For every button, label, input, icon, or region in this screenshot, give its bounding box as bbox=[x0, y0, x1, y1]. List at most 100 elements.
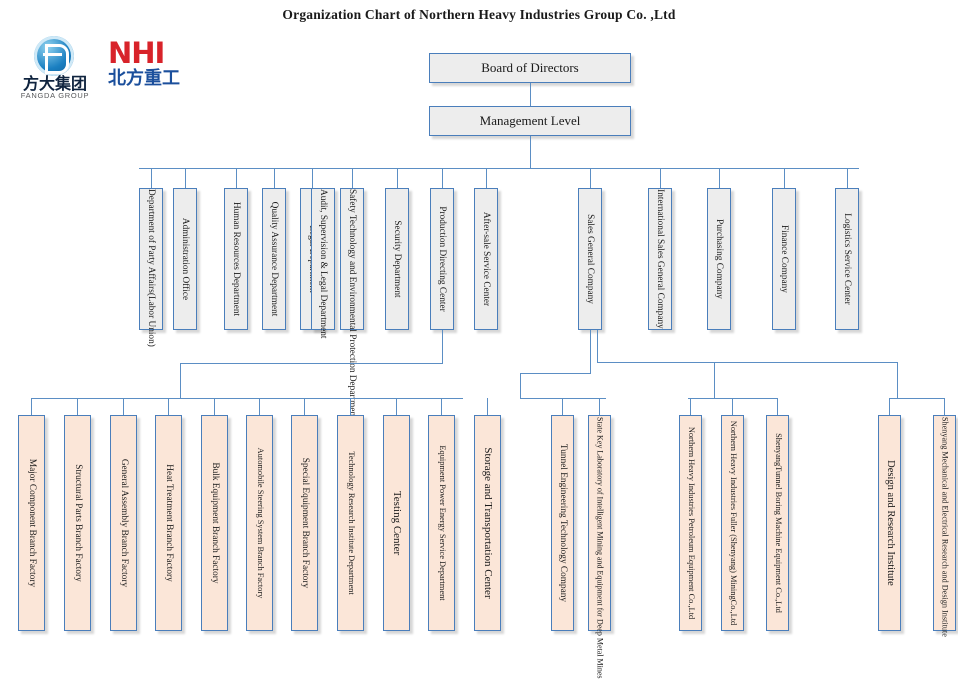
node-storage-and-transportation-center[interactable]: Storage and Transportation Center bbox=[474, 415, 501, 631]
logo-zone: 方大集团 FANGDA GROUP NHI 北方重工 bbox=[12, 36, 204, 100]
node-label: Major Component Branch Factory bbox=[26, 458, 37, 588]
node-administration-office[interactable]: Administration Office bbox=[173, 188, 197, 330]
connector-drop bbox=[719, 168, 720, 188]
connector-drop bbox=[259, 398, 260, 415]
node-label: Storage and Transportation Center bbox=[481, 447, 494, 599]
node-department-of-party-affairs[interactable]: Department of Party Affairs(Labor Union) bbox=[139, 188, 163, 347]
node-label: Northern Heavy Industries Fuller (Shenya… bbox=[728, 420, 738, 626]
node-nhi-petroleum-equipment[interactable]: Northern Heavy Industries Petroleum Equi… bbox=[679, 415, 702, 631]
node-nhi-fuller-shenyang-mining[interactable]: Northern Heavy Industries Fuller (Shenya… bbox=[721, 415, 744, 631]
connector-sales-down bbox=[590, 330, 591, 373]
connector-drop bbox=[151, 168, 152, 188]
connector-drop bbox=[304, 398, 305, 415]
node-automobile-steering-system-branch-factory[interactable]: Automobile Steering System Branch Factor… bbox=[246, 415, 273, 631]
node-quality-assurance-department[interactable]: Quality Assurance Department bbox=[262, 188, 286, 330]
connector-drop bbox=[397, 168, 398, 188]
node-general-assembly-branch-factory[interactable]: General Assembly Branch Factory bbox=[110, 415, 137, 631]
node-logistics-service-center[interactable]: Logistics Service Center bbox=[835, 188, 859, 330]
node-finance-company[interactable]: Finance Company bbox=[772, 188, 796, 330]
connector-drop bbox=[599, 398, 600, 415]
node-label: Human Resources Department bbox=[231, 201, 242, 317]
connector-drop bbox=[185, 168, 186, 188]
nhi-logo: NHI 北方重工 bbox=[108, 38, 204, 96]
node-label: ShenyangTunnel Boring Machine Equipment … bbox=[773, 433, 783, 613]
connector-board-to-management bbox=[530, 83, 531, 106]
connector-drop bbox=[847, 168, 848, 188]
node-label: Administration Office bbox=[180, 217, 191, 301]
node-equipment-power-energy-service-department[interactable]: Equipment Power Energy Service Departmen… bbox=[428, 415, 455, 631]
connector-drop bbox=[442, 168, 443, 188]
node-shenyang-tunnel-boring-machine-equipment[interactable]: ShenyangTunnel Boring Machine Equipment … bbox=[766, 415, 789, 631]
connector-drop bbox=[352, 168, 353, 188]
node-label: Board of Directors bbox=[481, 60, 579, 75]
node-label: State Key Laboratory of Intelligent Mini… bbox=[595, 417, 604, 679]
node-bulk-equipment-branch-factory[interactable]: Bulk Equipment Branch Factory bbox=[201, 415, 228, 631]
node-purchasing-company[interactable]: Purchasing Company bbox=[707, 188, 731, 330]
node-label: Shenyang Mechanical and Electrical Resea… bbox=[940, 417, 950, 637]
node-label: Automobile Steering System Branch Factor… bbox=[255, 447, 265, 599]
connector-drop bbox=[777, 398, 778, 415]
node-human-resources-department[interactable]: Human Resources Department bbox=[224, 188, 248, 330]
connector-drop bbox=[660, 168, 661, 188]
node-label: Structural Parts Branch Factory bbox=[72, 464, 83, 582]
node-label: Purchasing Company bbox=[714, 219, 725, 299]
org-chart-canvas: Organization Chart of Northern Heavy Ind… bbox=[12, 7, 956, 679]
fangda-logo-cn: 方大集团 bbox=[22, 74, 87, 93]
node-special-equipment-branch-factory[interactable]: Special Equipment Branch Factory bbox=[291, 415, 318, 631]
node-label: International Sales General Company bbox=[655, 189, 666, 329]
connector-production-run-left bbox=[180, 363, 443, 364]
node-state-key-laboratory[interactable]: State Key Laboratory of Intelligent Mini… bbox=[588, 415, 611, 679]
node-label: Tunnel Engineering Technology Company bbox=[557, 443, 568, 603]
connector-drop bbox=[487, 398, 488, 415]
connector-drop bbox=[732, 398, 733, 415]
node-tunnel-engineering-technology-company[interactable]: Tunnel Engineering Technology Company bbox=[551, 415, 574, 631]
node-label: Testing Center bbox=[390, 490, 403, 556]
node-label: Equipment Power Energy Service Departmen… bbox=[437, 445, 447, 601]
node-production-directing-center[interactable]: Production Directing Center bbox=[430, 188, 454, 330]
page-title: Organization Chart of Northern Heavy Ind… bbox=[282, 7, 676, 22]
node-shenyang-mechanical-electrical-research-design-institute[interactable]: Shenyang Mechanical and Electrical Resea… bbox=[933, 415, 956, 637]
node-management-level[interactable]: Management Level bbox=[429, 106, 631, 136]
connector-drop bbox=[944, 398, 945, 415]
connector-level3-bus-sales bbox=[520, 398, 606, 399]
connector-drop bbox=[441, 398, 442, 415]
connector-drop bbox=[31, 398, 32, 415]
node-international-sales-general-company[interactable]: International Sales General Company bbox=[648, 188, 672, 330]
nhi-logo-en: NHI bbox=[108, 36, 165, 70]
connector-drop bbox=[312, 168, 313, 188]
connector-level2-bus bbox=[139, 168, 859, 169]
connector-level3-bus-subsidiaries bbox=[688, 398, 778, 399]
connector-drop bbox=[396, 398, 397, 415]
node-security-department[interactable]: Security Department bbox=[385, 188, 409, 330]
node-label: Quality Assurance Department bbox=[269, 201, 280, 317]
node-technology-research-institute-department[interactable]: Technology Research Institute Department bbox=[337, 415, 364, 631]
node-sales-general-company[interactable]: Sales General Company bbox=[578, 188, 602, 330]
connector-sales-run-left bbox=[520, 373, 591, 374]
connector-drop bbox=[168, 398, 169, 415]
connector-drop bbox=[486, 168, 487, 188]
node-label: Logistics Service Center bbox=[842, 213, 853, 305]
node-after-sale-service-center[interactable]: After-sale Service Center bbox=[474, 188, 498, 330]
node-board-of-directors[interactable]: Board of Directors bbox=[429, 53, 631, 83]
connector-drop bbox=[274, 168, 275, 188]
node-heat-treatment-branch-factory[interactable]: Heat Treatment Branch Factory bbox=[155, 415, 182, 631]
connector-drop bbox=[784, 168, 785, 188]
fangda-logo-en: FANGDA GROUP bbox=[20, 91, 90, 100]
connector-drop bbox=[350, 398, 351, 415]
connector-drop bbox=[123, 398, 124, 415]
node-testing-center[interactable]: Testing Center bbox=[383, 415, 410, 631]
node-major-component-branch-factory[interactable]: Major Component Branch Factory bbox=[18, 415, 45, 631]
node-design-and-research-institute[interactable]: Design and Research Institute bbox=[878, 415, 901, 631]
node-safety-technology-environmental-protection-department[interactable]: Safety Technology and Environmental Prot… bbox=[340, 188, 364, 419]
node-audit-supervision-legal-department[interactable]: Audit, Supervision & Legal Department bbox=[311, 188, 335, 339]
connector-drop bbox=[77, 398, 78, 415]
node-label: General Assembly Branch Factory bbox=[118, 458, 129, 588]
connector-subsidiaries-down bbox=[597, 330, 598, 362]
connector-level3-bus-research bbox=[889, 398, 945, 399]
connector-level3-bus-production bbox=[31, 398, 463, 399]
node-label: Heat Treatment Branch Factory bbox=[163, 464, 174, 582]
node-structural-parts-branch-factory[interactable]: Structural Parts Branch Factory bbox=[64, 415, 91, 631]
connector-drop bbox=[214, 398, 215, 415]
node-label: After-sale Service Center bbox=[481, 211, 492, 307]
connector-drop bbox=[236, 168, 237, 188]
